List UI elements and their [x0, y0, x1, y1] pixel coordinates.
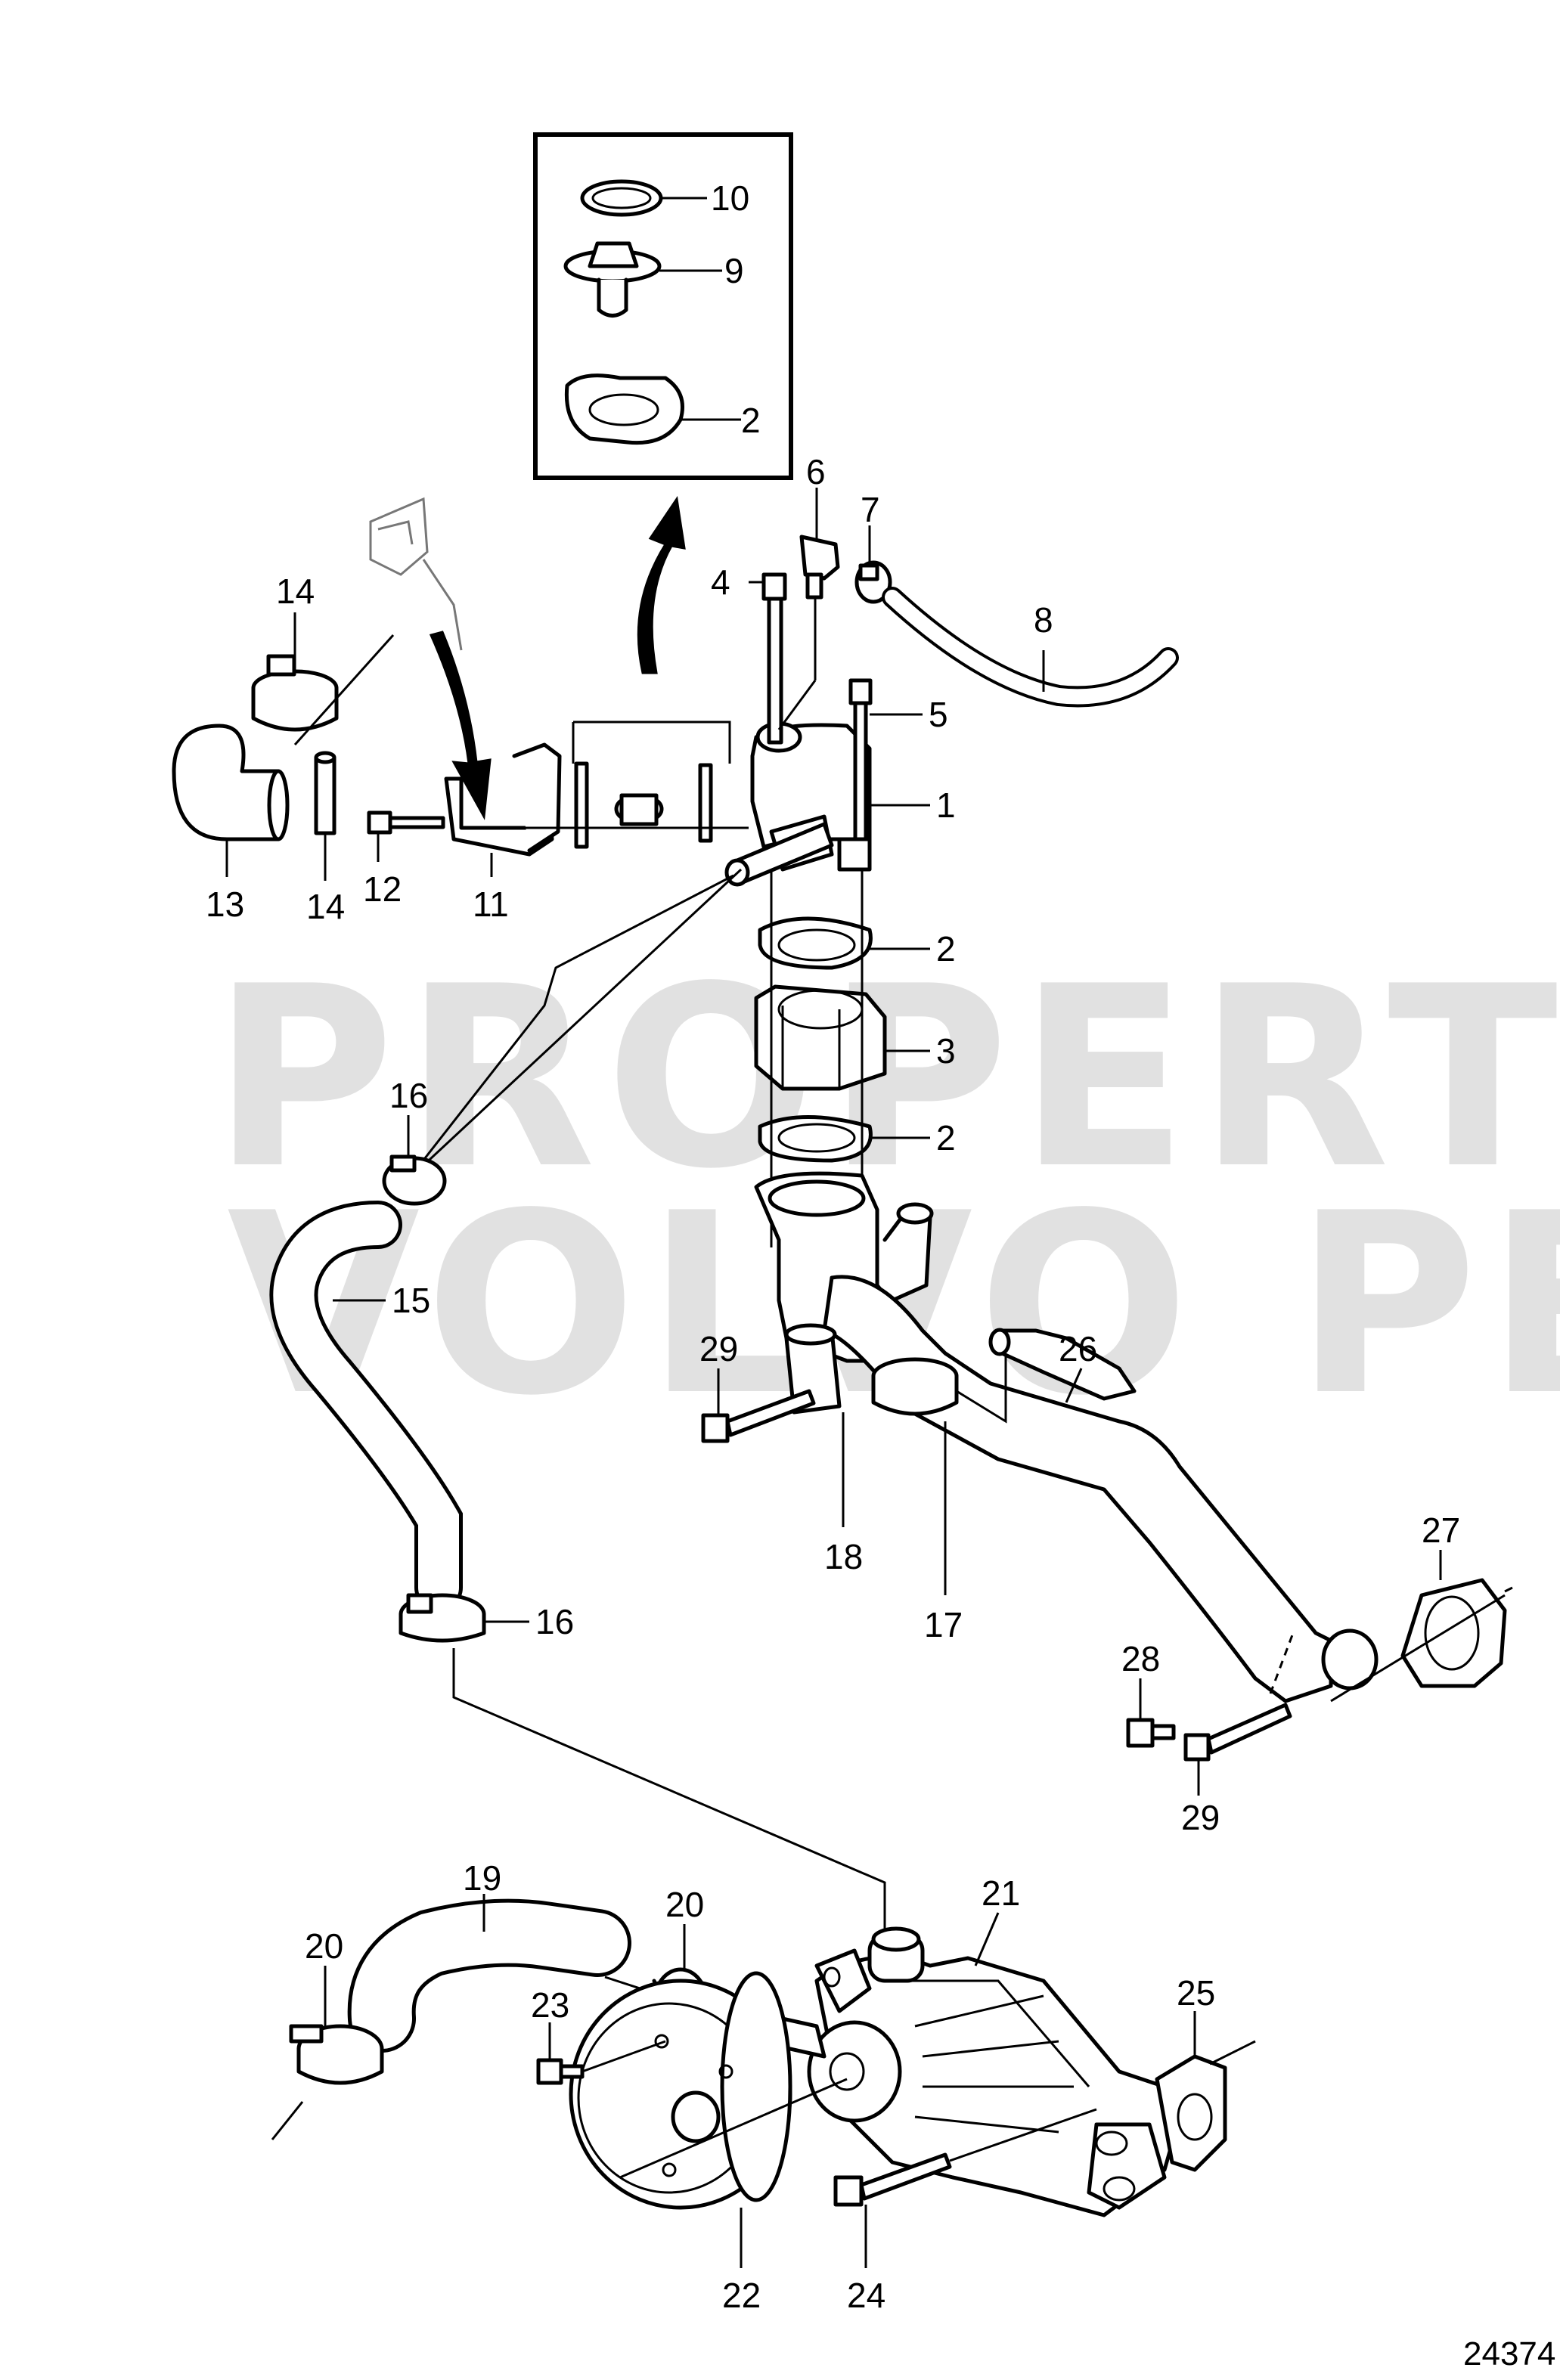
callout-13: 13	[206, 885, 244, 924]
hose-clamp-16-upper	[382, 1154, 447, 1206]
callout-20-left: 20	[305, 1926, 343, 1966]
callout-2-inset: 2	[741, 401, 761, 440]
callout-23: 23	[531, 1985, 569, 2025]
detail-arrow-up	[637, 495, 686, 674]
callout-1: 1	[936, 786, 956, 825]
bolt-5	[848, 678, 873, 841]
callout-26: 26	[1059, 1329, 1097, 1368]
callout-25: 25	[1177, 1973, 1215, 2013]
bolt-4	[761, 572, 787, 745]
thermostat-detail-inset	[533, 132, 793, 480]
pipe-gasket	[1400, 1578, 1513, 1688]
callout-22: 22	[722, 2276, 761, 2315]
callout-27: 27	[1422, 1511, 1460, 1550]
thermostat-cover	[444, 742, 562, 857]
callout-16-lower: 16	[535, 1602, 574, 1641]
hose-clamp-16-lower	[399, 1593, 486, 1643]
callout-labels: 1 2 2 2 3 4 5 6 7 8 9 10 11 12 13 14 14 …	[206, 178, 1460, 2315]
thermostat-gasket-inset	[564, 373, 684, 445]
callout-18: 18	[824, 1537, 863, 1576]
o-ring-seal	[580, 179, 663, 217]
seal-mid	[698, 763, 713, 843]
hose-clamp-20-left	[289, 2024, 384, 2085]
pulley	[569, 1971, 792, 2210]
callout-28: 28	[1121, 1639, 1160, 1678]
callout-15: 15	[392, 1281, 430, 1320]
figure-number: 24374	[1463, 2335, 1555, 2372]
clamp-7	[854, 560, 892, 604]
callout-24: 24	[847, 2276, 885, 2315]
gasket-mid	[574, 761, 589, 849]
bolt-24	[833, 2152, 952, 2207]
callout-14-bottom: 14	[306, 887, 345, 926]
spacer-block	[754, 984, 887, 1091]
callout-19: 19	[463, 1858, 501, 1898]
callout-14-top: 14	[276, 572, 315, 611]
callout-6: 6	[806, 452, 826, 491]
bolt-12	[367, 810, 445, 835]
leader-lines	[225, 488, 1442, 2268]
callout-3: 3	[936, 1031, 956, 1071]
hose-connector	[988, 1328, 1137, 1401]
elbow-hose	[172, 724, 290, 841]
bolt-28	[1126, 1718, 1176, 1748]
callout-17: 17	[924, 1605, 963, 1644]
assembly-arrow-down	[429, 631, 492, 820]
thermostat-housing-sketch	[369, 497, 463, 651]
hose-clamp-upper	[251, 654, 339, 732]
callout-10: 10	[711, 178, 749, 218]
thermostat	[563, 241, 662, 318]
callout-16-upper: 16	[389, 1076, 428, 1115]
callout-11: 11	[473, 885, 509, 924]
bolt-29-left	[701, 1389, 816, 1443]
callout-29-left: 29	[699, 1329, 738, 1368]
callout-9: 9	[724, 251, 744, 290]
callout-2-upper: 2	[936, 929, 956, 968]
water-pump	[807, 1926, 1182, 2217]
callout-29-right: 29	[1181, 1798, 1220, 1837]
callout-5: 5	[929, 695, 948, 734]
callout-20-right: 20	[665, 1885, 704, 1924]
thermostat-mid	[614, 793, 664, 826]
hose-clamp-vertical	[314, 751, 337, 835]
short-hose	[784, 1323, 842, 1415]
elbow-fitting	[799, 535, 840, 600]
callout-8: 8	[1034, 600, 1053, 640]
gasket-upper	[758, 916, 873, 970]
gasket-lower	[758, 1115, 873, 1163]
callout-4: 4	[711, 562, 730, 602]
bolt-29-right	[1183, 1703, 1292, 1762]
callout-7: 7	[861, 490, 880, 529]
callout-12: 12	[363, 869, 402, 909]
clamp-17	[871, 1357, 959, 1416]
callout-2-lower: 2	[936, 1118, 956, 1157]
callout-21: 21	[982, 1873, 1020, 1913]
